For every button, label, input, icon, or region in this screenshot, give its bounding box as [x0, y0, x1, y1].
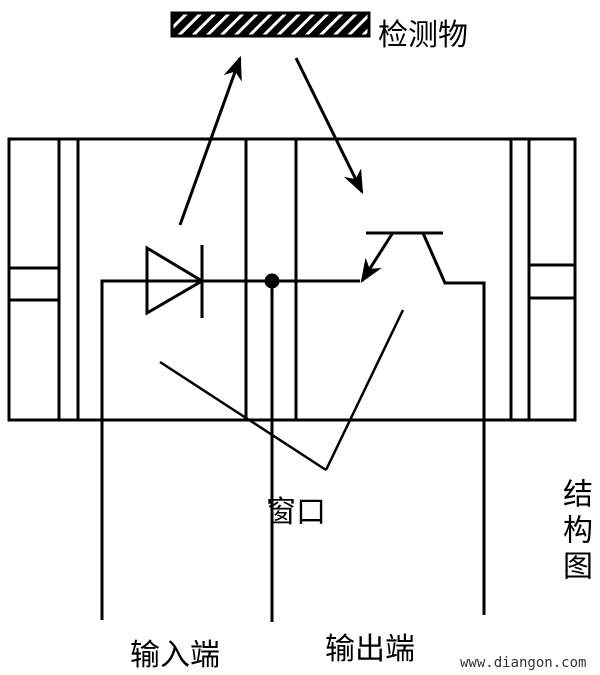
watermark: www.diangon.com	[460, 655, 587, 671]
phototransistor	[360, 231, 443, 284]
structure-label: 结构图	[557, 478, 592, 586]
junction-dot	[264, 273, 280, 289]
window-label: 窗口	[266, 495, 326, 530]
output-label: 输出端	[325, 632, 415, 667]
reflected-light-arrow	[294, 57, 364, 195]
detected-object	[170, 11, 371, 38]
window-leader-lines	[159, 309, 405, 472]
input-label: 输入端	[130, 638, 220, 673]
housing	[7, 137, 577, 422]
emitted-light-arrow	[178, 55, 242, 226]
wiring	[100, 232, 486, 622]
detected-object-label: 检测物	[378, 18, 468, 53]
